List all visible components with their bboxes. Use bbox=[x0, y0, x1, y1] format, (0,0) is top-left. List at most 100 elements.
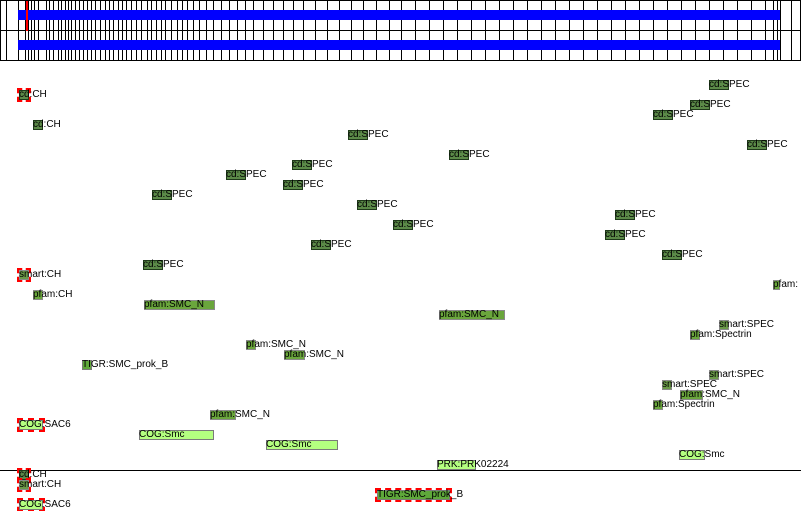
feature-box[interactable] bbox=[773, 280, 780, 290]
feature-box[interactable] bbox=[292, 160, 312, 170]
feature-box[interactable] bbox=[210, 410, 236, 420]
feature-smart[interactable]: smart:CH bbox=[17, 268, 62, 282]
feature-box[interactable] bbox=[709, 80, 729, 90]
feature-cd[interactable]: cd:SPEC bbox=[283, 180, 324, 190]
feature-box[interactable] bbox=[680, 390, 703, 400]
feature-box[interactable] bbox=[393, 220, 413, 230]
feature-box[interactable] bbox=[17, 468, 31, 482]
feature-cog[interactable]: COG:SAC6 bbox=[17, 498, 71, 511]
feature-box[interactable] bbox=[17, 498, 45, 511]
feature-box[interactable] bbox=[437, 460, 476, 470]
feature-label: TIGR:SMC_prok_B bbox=[82, 359, 169, 370]
feature-cd[interactable]: cd:SPEC bbox=[662, 250, 703, 260]
feature-box[interactable] bbox=[144, 300, 215, 310]
feature-pfam[interactable]: pfam: bbox=[773, 280, 798, 290]
feature-box[interactable] bbox=[653, 110, 673, 120]
feature-box[interactable] bbox=[283, 180, 303, 190]
feature-box[interactable] bbox=[615, 210, 635, 220]
feature-box[interactable] bbox=[679, 450, 705, 460]
sequence-overview-track[interactable] bbox=[0, 0, 801, 61]
feature-box[interactable] bbox=[357, 200, 377, 210]
feature-box[interactable] bbox=[449, 150, 469, 160]
feature-tigr[interactable]: TIGR:SMC_prok_B bbox=[82, 360, 168, 370]
feature-cd[interactable]: cd:CH bbox=[17, 88, 47, 102]
feature-box[interactable] bbox=[17, 268, 31, 282]
feature-box[interactable] bbox=[709, 370, 719, 380]
feature-label: pfam:SMC_N bbox=[680, 389, 741, 400]
feature-pfam[interactable]: pfam:SMC_N bbox=[144, 300, 215, 310]
feature-box[interactable] bbox=[152, 190, 172, 200]
feature-box[interactable] bbox=[143, 260, 163, 270]
feature-cd[interactable]: cd:SPEC bbox=[348, 130, 389, 140]
feature-box[interactable] bbox=[266, 440, 338, 450]
feature-cog[interactable]: COG:Smc bbox=[679, 450, 725, 460]
feature-tigr[interactable]: TIGR:SMC_prok_B bbox=[375, 488, 463, 502]
feature-pfam[interactable]: pfam:SMC_N bbox=[284, 350, 344, 360]
feature-box[interactable] bbox=[17, 478, 31, 492]
feature-box[interactable] bbox=[375, 488, 452, 502]
feature-box[interactable] bbox=[348, 130, 368, 140]
feature-box[interactable] bbox=[284, 350, 305, 360]
feature-box[interactable] bbox=[662, 250, 682, 260]
selection-marker[interactable] bbox=[26, 1, 28, 31]
feature-box[interactable] bbox=[33, 120, 43, 130]
feature-cd[interactable]: cd:SPEC bbox=[143, 260, 184, 270]
feature-cd[interactable]: cd:SPEC bbox=[449, 150, 490, 160]
feature-pfam[interactable]: pfam:SMC_N bbox=[210, 410, 270, 420]
feature-smart[interactable]: smart:SPEC bbox=[719, 320, 774, 330]
feature-prk[interactable]: PRK:PRK02224 bbox=[437, 460, 509, 470]
feature-cd[interactable]: cd:SPEC bbox=[747, 140, 788, 150]
feature-box[interactable] bbox=[311, 240, 331, 250]
feature-pfam[interactable]: pfam:Spectrin bbox=[653, 400, 715, 410]
feature-label: COG:Smc bbox=[139, 429, 185, 440]
feature-label: COG:Smc bbox=[679, 449, 725, 460]
feature-pfam[interactable]: pfam:CH bbox=[33, 290, 72, 300]
feature-smart[interactable]: smart:SPEC bbox=[709, 370, 764, 380]
feature-cd[interactable]: cd:SPEC bbox=[709, 80, 750, 90]
feature-pfam[interactable]: pfam:Spectrin bbox=[690, 330, 752, 340]
feature-cd[interactable]: cd:SPEC bbox=[615, 210, 656, 220]
feature-pfam[interactable]: pfam:SMC_N bbox=[246, 340, 306, 350]
feature-box[interactable] bbox=[82, 360, 92, 370]
feature-cd[interactable]: cd:SPEC bbox=[357, 200, 398, 210]
feature-cd[interactable]: cd:SPEC bbox=[311, 240, 352, 250]
feature-cd[interactable]: cd:CH bbox=[17, 468, 47, 482]
feature-box[interactable] bbox=[719, 320, 729, 330]
feature-box[interactable] bbox=[17, 88, 31, 102]
feature-box[interactable] bbox=[653, 400, 663, 410]
feature-box[interactable] bbox=[747, 140, 767, 150]
feature-box[interactable] bbox=[439, 310, 505, 320]
feature-label: smart:CH bbox=[19, 269, 62, 280]
feature-cd[interactable]: cd:SPEC bbox=[226, 170, 267, 180]
feature-cd[interactable]: cd:CH bbox=[33, 120, 61, 130]
feature-smart[interactable]: smart:CH bbox=[17, 478, 61, 492]
feature-cd[interactable]: cd:SPEC bbox=[605, 230, 646, 240]
feature-box[interactable] bbox=[139, 430, 214, 440]
feature-box[interactable] bbox=[226, 170, 246, 180]
feature-box[interactable] bbox=[17, 418, 45, 432]
feature-box[interactable] bbox=[246, 340, 256, 350]
feature-cd[interactable]: cd:SPEC bbox=[292, 160, 333, 170]
feature-cog[interactable]: COG:SAC6 bbox=[17, 418, 71, 432]
feature-label: cd:SPEC bbox=[449, 149, 490, 160]
feature-label: pfam:SMC_N bbox=[246, 339, 307, 350]
feature-box[interactable] bbox=[605, 230, 625, 240]
feature-cog[interactable]: COG:Smc bbox=[139, 429, 214, 440]
feature-box[interactable] bbox=[33, 290, 43, 300]
feature-cog[interactable]: COG:Smc bbox=[266, 440, 338, 450]
feature-pfam[interactable]: pfam:SMC_N bbox=[439, 310, 505, 320]
feature-cd[interactable]: cd:SPEC bbox=[152, 190, 193, 200]
feature-label: cd:SPEC bbox=[292, 159, 333, 170]
feature-cd[interactable]: cd:SPEC bbox=[653, 110, 694, 120]
feature-pfam[interactable]: pfam:SMC_N bbox=[680, 390, 740, 400]
feature-box[interactable] bbox=[662, 380, 672, 390]
feature-box[interactable] bbox=[690, 100, 710, 110]
feature-box[interactable] bbox=[690, 330, 700, 340]
feature-label: COG:SAC6 bbox=[19, 419, 71, 430]
feature-label: cd:SPEC bbox=[709, 79, 750, 90]
feature-cd[interactable]: cd:SPEC bbox=[393, 220, 434, 230]
feature-smart[interactable]: smart:SPEC bbox=[662, 380, 717, 390]
query-bar-bottom bbox=[18, 40, 780, 50]
feature-label: cd:SPEC bbox=[311, 239, 352, 250]
feature-cd[interactable]: cd:SPEC bbox=[690, 100, 731, 110]
